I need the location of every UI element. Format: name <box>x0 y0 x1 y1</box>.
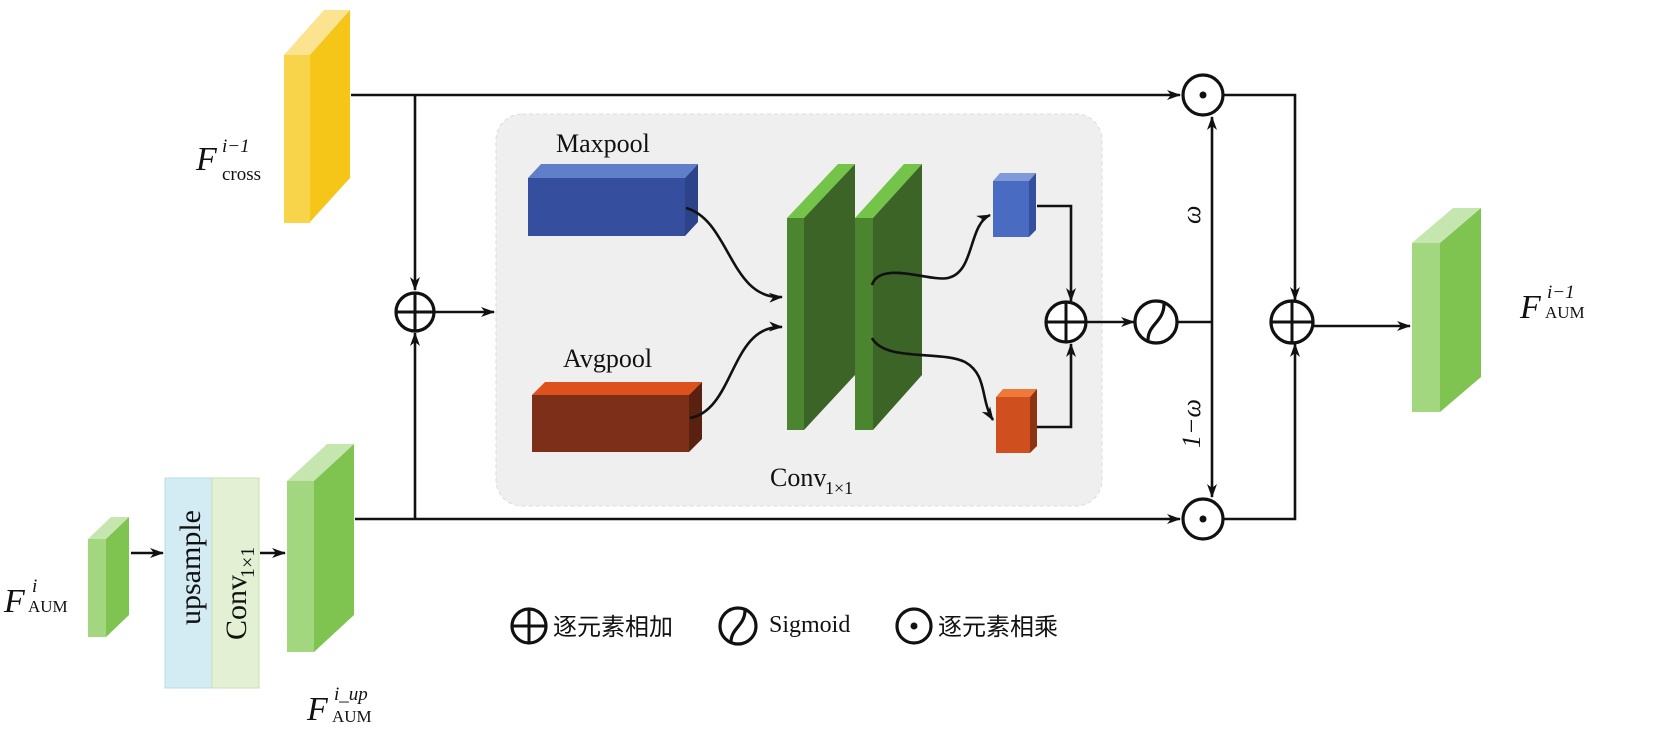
label-one-minus-omega: 1−ω <box>1177 399 1206 448</box>
small-orange-box <box>996 389 1037 453</box>
label-avgpool: Avgpool <box>563 344 652 373</box>
legend: 逐元素相加 Sigmoid 逐元素相乘 <box>510 606 1058 646</box>
circle-plus-icon <box>510 607 548 645</box>
label-f-aum-out-symbol: F <box>1519 289 1542 326</box>
multiply-operator-top <box>1181 73 1225 117</box>
conv1x1-block <box>211 477 260 689</box>
multiply-operator-bottom <box>1181 497 1225 541</box>
label-f-cross-sub: cross <box>222 164 261 185</box>
circle-dot-icon <box>895 607 933 645</box>
arrow-conv-to-orange <box>870 337 995 421</box>
label-f-aum-in-sub: AUM <box>28 597 68 616</box>
sigmoid-operator <box>1133 299 1179 345</box>
legend-label-sigmoid: Sigmoid <box>769 612 850 638</box>
label-upsample-conv: Conv <box>220 575 253 640</box>
feature-map-aum-output <box>1412 208 1481 412</box>
label-f-aum-up-sub: AUM <box>332 707 372 726</box>
add-operator-input <box>394 291 436 333</box>
label-attention-conv: Conv <box>770 463 826 492</box>
arrow-avgpool-to-conv <box>689 321 783 420</box>
label-f-aum-up-sup: i_up <box>334 684 368 705</box>
small-blue-box <box>993 173 1036 237</box>
label-omega: ω <box>1177 206 1206 224</box>
label-attention-conv-sub: 1×1 <box>825 478 853 498</box>
upsample-block <box>164 477 213 689</box>
label-upsample: upsample <box>174 510 207 625</box>
sigmoid-icon <box>718 606 758 646</box>
feature-map-aum-input <box>88 517 129 637</box>
label-f-aum-in-symbol: F <box>3 583 26 620</box>
arrow-maxpool-to-conv <box>685 206 783 303</box>
line-mul-top-to-add <box>1223 93 1300 301</box>
avgpool-box <box>532 382 702 452</box>
conv-plane-1 <box>787 164 855 430</box>
line-orange-to-add <box>1037 343 1076 429</box>
label-f-aum-in-sup: i <box>32 576 37 597</box>
feature-map-aum-up <box>287 444 354 652</box>
add-operator-attention <box>1044 300 1088 344</box>
line-mul-bottom-to-add <box>1223 343 1300 521</box>
label-upsample-conv-sub: 1×1 <box>237 547 259 578</box>
arrow-conv-to-blue <box>870 213 991 286</box>
add-operator-output <box>1269 299 1315 345</box>
label-f-cross-sup: i−1 <box>222 136 250 157</box>
label-f-aum-out-sub: AUM <box>1545 303 1585 322</box>
feature-map-cross <box>284 10 350 223</box>
line-blue-to-add <box>1037 204 1076 302</box>
label-f-cross-symbol: F <box>195 141 218 178</box>
legend-label-multiply: 逐元素相乘 <box>938 614 1058 641</box>
maxpool-box <box>528 164 698 236</box>
conv-plane-2 <box>855 164 922 430</box>
legend-label-add: 逐元素相加 <box>553 614 673 641</box>
label-f-aum-out-sup: i−1 <box>1547 282 1575 303</box>
label-f-aum-up-symbol: F <box>306 691 329 728</box>
label-maxpool: Maxpool <box>556 129 650 158</box>
